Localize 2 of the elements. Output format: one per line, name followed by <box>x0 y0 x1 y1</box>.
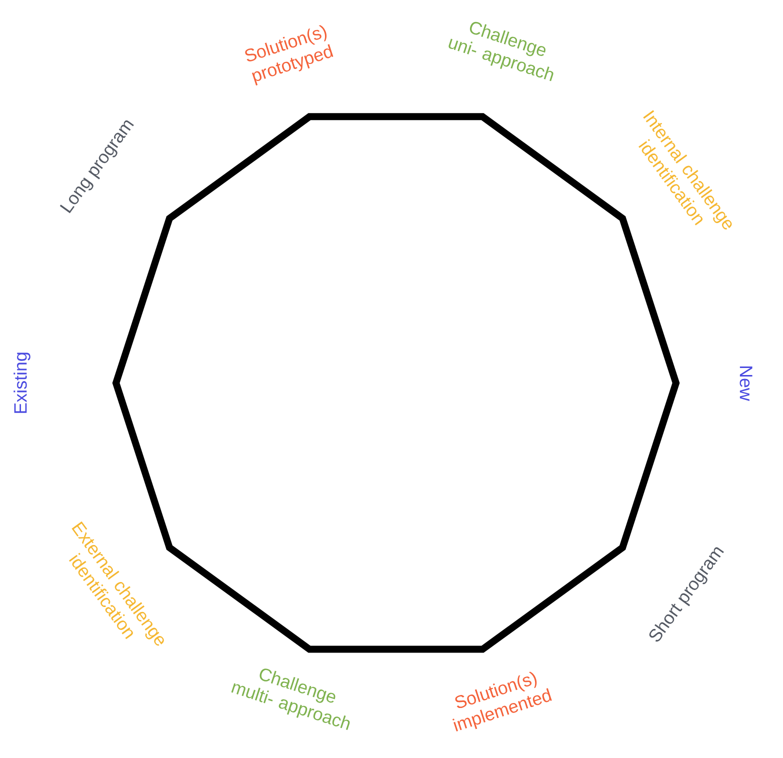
rotated-label: New <box>740 366 752 401</box>
rotated-label: Existing <box>14 352 30 413</box>
